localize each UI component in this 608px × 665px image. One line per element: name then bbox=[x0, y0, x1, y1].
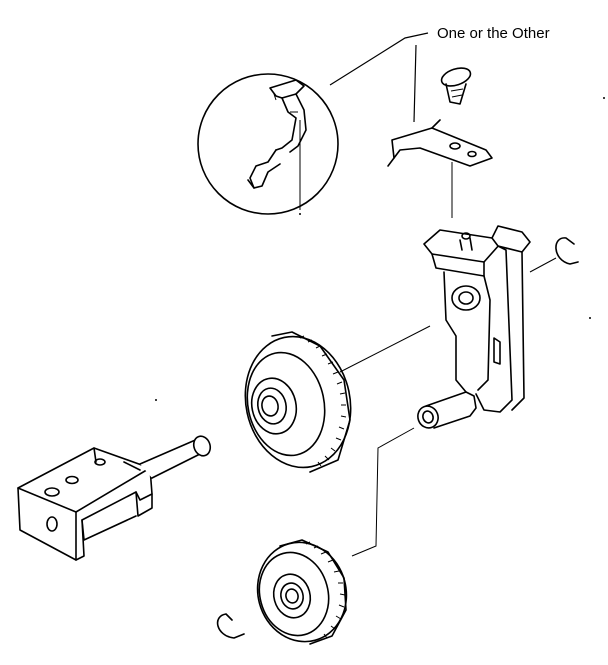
large-gear bbox=[244, 325, 431, 473]
small-gear bbox=[256, 427, 415, 645]
callout-label: One or the Other bbox=[437, 25, 550, 42]
retaining-ring-left bbox=[216, 613, 245, 639]
bracket-arm bbox=[423, 225, 531, 413]
detail-circle bbox=[197, 73, 339, 215]
arm-shaft bbox=[417, 391, 477, 429]
spring-clip bbox=[387, 119, 493, 218]
mounting-bracket bbox=[17, 435, 212, 561]
retaining-ring-right bbox=[529, 237, 579, 273]
scan-specks bbox=[155, 97, 605, 401]
detail-spring-clip bbox=[247, 79, 307, 210]
screw bbox=[440, 67, 472, 105]
callout-leaders bbox=[329, 32, 429, 123]
